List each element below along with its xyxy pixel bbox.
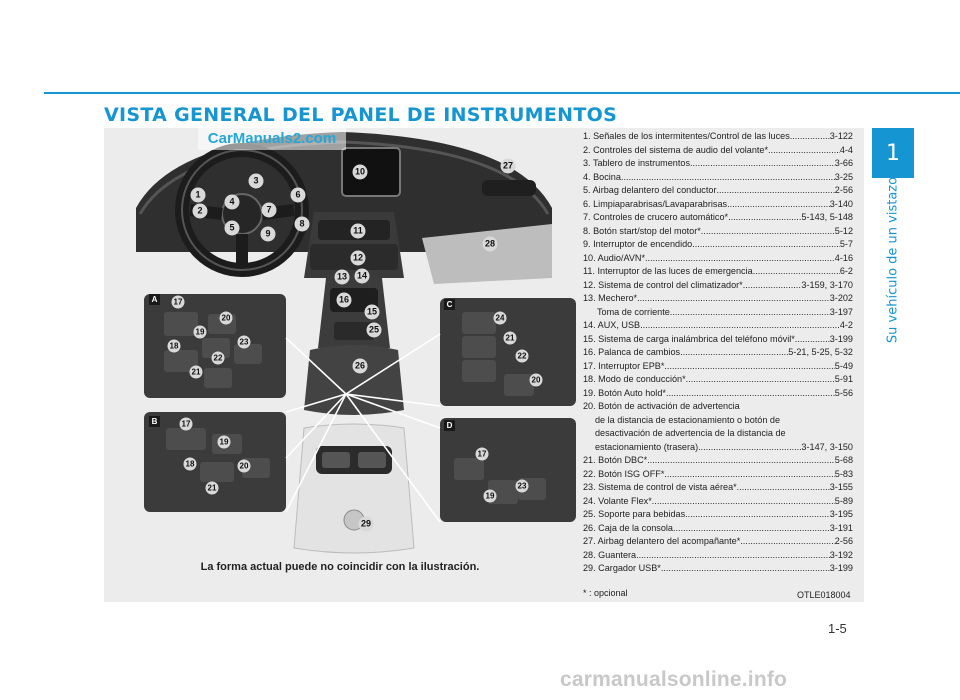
inset-letter-d: D [444, 420, 455, 431]
image-code: OTLE018004 [797, 590, 851, 600]
legend-item: 24. Volante Flex*5-89 [583, 495, 853, 509]
legend-item: 6. Limpiaparabrisas/Lavaparabrisas3-140 [583, 198, 853, 212]
chapter-title: Su vehículo de un vistazo [885, 176, 901, 344]
legend-item: 8. Botón start/stop del motor*5-12 [583, 225, 853, 239]
callout-7: 7 [261, 202, 277, 218]
legend-item: 1. Señales de los intermitentes/Control … [583, 130, 853, 144]
callout-b-18: 18 [183, 457, 197, 471]
callout-9: 9 [260, 226, 276, 242]
legend-item: 3. Tablero de instrumentos3-66 [583, 157, 853, 171]
callout-1: 1 [190, 187, 206, 203]
callout-11: 11 [350, 223, 366, 239]
legend-list: 1. Señales de los intermitentes/Control … [583, 130, 853, 576]
legend-item: 12. Sistema de control del climatizador*… [583, 279, 853, 293]
legend-item: 17. Interruptor EPB*5-49 [583, 360, 853, 374]
chapter-tab: 1 [872, 128, 914, 178]
watermark-carmanualsonline: carmanualsonline.info [560, 668, 788, 691]
watermark-carmanuals2: CarManuals2.com [198, 128, 346, 150]
legend-item: 4. Bocina3-25 [583, 171, 853, 185]
figure-caption: La forma actual puede no coincidir con l… [200, 561, 480, 573]
callout-10: 10 [352, 164, 368, 180]
legend-item: 25. Soporte para bebidas3-195 [583, 508, 853, 522]
legend-item: 27. Airbag delantero del acompañante*2-5… [583, 535, 853, 549]
page-title: VISTA GENERAL DEL PANEL DE INSTRUMENTOS [104, 104, 618, 126]
callout-13: 13 [334, 269, 350, 285]
callout-26: 26 [352, 358, 368, 374]
inset-letter-b: B [149, 416, 160, 427]
legend-item: 7. Controles de crucero automático*5-143… [583, 211, 853, 225]
callout-4: 4 [224, 194, 240, 210]
legend-item: 11. Interruptor de las luces de emergenc… [583, 265, 853, 279]
legend-item: 22. Botón ISG OFF*5-83 [583, 468, 853, 482]
legend-item: 13. Mechero*3-202 [583, 292, 853, 306]
callout-3: 3 [248, 173, 264, 189]
callout-15: 15 [364, 304, 380, 320]
callout-a-23: 23 [237, 335, 251, 349]
callout-14: 14 [354, 268, 370, 284]
inset-letter-c: C [444, 299, 455, 310]
callout-b-20: 20 [237, 459, 251, 473]
callout-29: 29 [358, 516, 374, 532]
legend-item: 19. Botón Auto hold*5-56 [583, 387, 853, 401]
legend-item: 18. Modo de conducción*5-91 [583, 373, 853, 387]
page-number: 1-5 [828, 621, 847, 636]
callout-a-17: 17 [171, 295, 185, 309]
legend-item-multiline: 20. Botón de activación de advertencia d… [583, 400, 853, 454]
callout-c-22: 22 [515, 349, 529, 363]
callout-2: 2 [192, 203, 208, 219]
callout-b-19: 19 [217, 435, 231, 449]
legend-item: 26. Caja de la consola3-191 [583, 522, 853, 536]
callout-5: 5 [224, 220, 240, 236]
legend-item: Toma de corriente3-197 [583, 306, 853, 320]
legend-item: 14. AUX, USB4-2 [583, 319, 853, 333]
callout-a-22: 22 [211, 351, 225, 365]
callout-d-23: 23 [515, 479, 529, 493]
callout-12: 12 [350, 250, 366, 266]
legend-item: 2. Controles del sistema de audio del vo… [583, 144, 853, 158]
legend-item: 5. Airbag delantero del conductor2-56 [583, 184, 853, 198]
top-rule [44, 92, 960, 94]
legend-item: 10. Audio/AVN*4-16 [583, 252, 853, 266]
callout-b-17: 17 [179, 417, 193, 431]
callout-d-17: 17 [475, 447, 489, 461]
legend-item: 21. Botón DBC*5-68 [583, 454, 853, 468]
dashboard-illustration [136, 132, 576, 554]
callout-16: 16 [336, 292, 352, 308]
legend-item: 16. Palanca de cambios5-21, 5-25, 5-32 [583, 346, 853, 360]
inset-letter-a: A [149, 294, 160, 305]
callout-25: 25 [366, 322, 382, 338]
footnote: * : opcional [583, 588, 628, 598]
callout-a-19: 19 [193, 325, 207, 339]
callout-b-21: 21 [205, 481, 219, 495]
callout-c-21: 21 [503, 331, 517, 345]
callout-6: 6 [290, 187, 306, 203]
callout-a-18: 18 [167, 339, 181, 353]
callout-28: 28 [482, 236, 498, 252]
callout-a-21: 21 [189, 365, 203, 379]
legend-item: 29. Cargador USB*3-199 [583, 562, 853, 576]
callout-c-24: 24 [493, 311, 507, 325]
callout-27: 27 [500, 158, 516, 174]
legend-item: 9. Interruptor de encendido5-7 [583, 238, 853, 252]
callout-d-19: 19 [483, 489, 497, 503]
callout-8: 8 [294, 216, 310, 232]
legend-item: 15. Sistema de carga inalámbrica del tel… [583, 333, 853, 347]
callout-c-20: 20 [529, 373, 543, 387]
legend-item: 28. Guantera3-192 [583, 549, 853, 563]
callout-a-20: 20 [219, 311, 233, 325]
legend-item: 23. Sistema de control de vista aérea*3-… [583, 481, 853, 495]
